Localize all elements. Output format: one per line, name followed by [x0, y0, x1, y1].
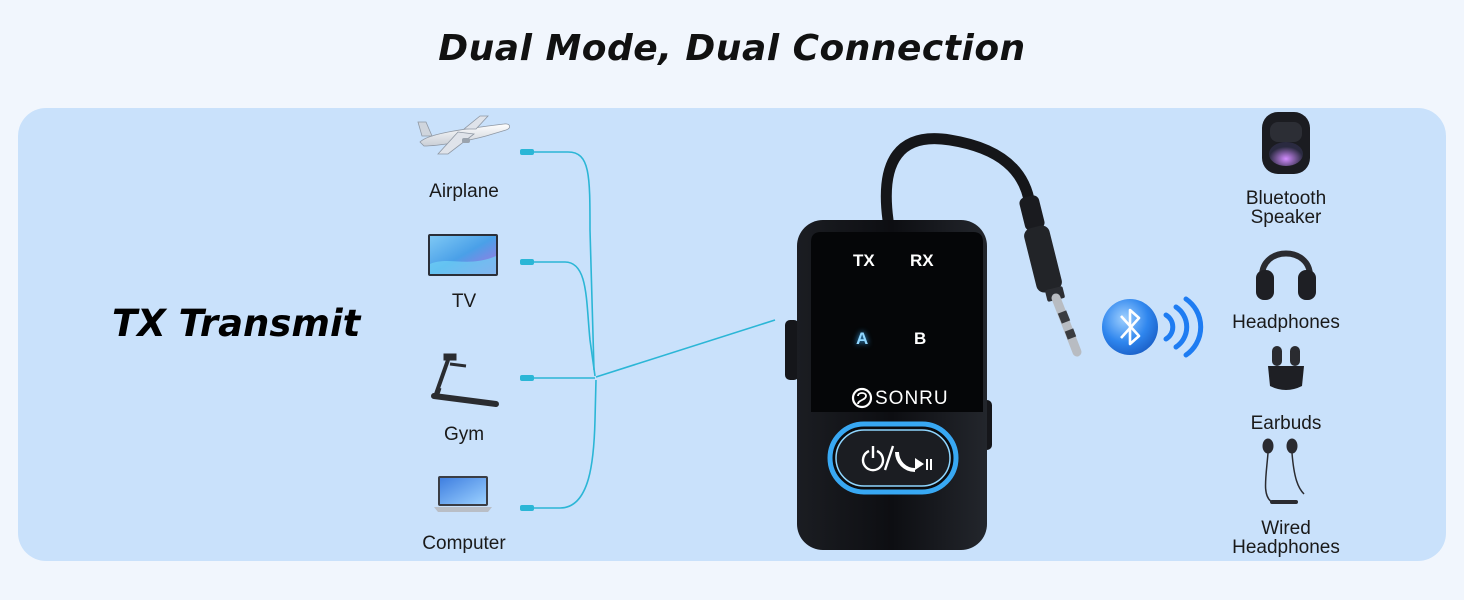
- b-indicator: B: [914, 329, 927, 348]
- wireless-waves-icon: [1163, 296, 1204, 358]
- output-label-line: Wired: [1261, 518, 1311, 539]
- cable-connectors: [520, 149, 534, 511]
- wired-headphones-icon: [1262, 438, 1305, 504]
- source-label-computer: Computer: [422, 533, 506, 554]
- speaker-icon: [1262, 112, 1310, 174]
- source-label-gym: Gym: [443, 424, 485, 445]
- treadmill-icon: [431, 353, 499, 407]
- tx-indicator: TX: [853, 251, 875, 270]
- source-label-airplane: Airplane: [429, 181, 499, 202]
- source-label-tv: TV: [451, 291, 477, 312]
- bluetooth-icon: [1102, 299, 1158, 355]
- airplane-icon: [417, 115, 510, 155]
- mode-label: TX Transmit: [112, 302, 361, 345]
- brand-logo-icon: [851, 387, 873, 409]
- brand-name: SONRU: [875, 388, 949, 409]
- output-label-earbuds: Earbuds: [1250, 413, 1322, 434]
- power-play-icon: [861, 445, 932, 472]
- bluetooth-adapter: [785, 220, 992, 550]
- headphones-icon: [1256, 250, 1316, 300]
- output-label-speaker: Bluetooth Speaker: [1216, 189, 1356, 227]
- page-title: Dual Mode, Dual Connection: [438, 28, 1026, 69]
- output-label-headphones: Headphones: [1232, 312, 1340, 333]
- earbuds-icon: [1268, 346, 1304, 390]
- device-cable: [880, 133, 1082, 357]
- output-label-wired-headphones: Wired Headphones: [1216, 519, 1356, 557]
- output-label-line: Bluetooth: [1245, 188, 1327, 209]
- output-label-line: Speaker: [1250, 207, 1322, 228]
- tv-icon: [428, 234, 498, 276]
- rx-indicator: RX: [910, 251, 934, 270]
- output-label-line: Headphones: [1232, 537, 1340, 558]
- source-cables: [530, 151, 776, 509]
- laptop-icon: [434, 476, 492, 512]
- a-indicator: A: [856, 329, 869, 348]
